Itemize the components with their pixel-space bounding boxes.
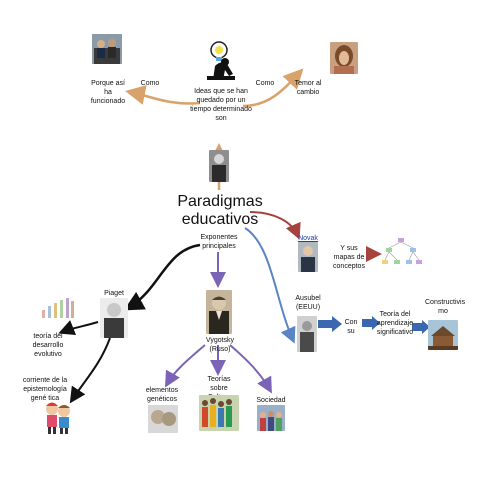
constructivismo-label: Constructivis mo	[425, 299, 466, 315]
arrow-vygotsky-to-sociedad	[229, 344, 272, 394]
society-photo	[257, 405, 285, 431]
block-arrow-con-su	[362, 316, 380, 330]
temor-label: Temor al cambio	[294, 80, 322, 96]
arrow-center-to-ausubel	[244, 227, 296, 344]
como-left-label: Como	[140, 80, 160, 87]
arrow-piaget-to-corriente	[69, 337, 111, 404]
novak-link[interactable]: Novak	[298, 235, 318, 242]
ausubel-portrait	[297, 316, 317, 352]
como-right-label: Como	[255, 80, 275, 87]
ideas-label: Ideas que se han quedado por un tiempo d…	[190, 88, 252, 122]
kids-cartoon-icon	[44, 400, 72, 434]
mapas-label: Y sus mapas de conceptos	[333, 245, 365, 270]
arrow-center-to-novak	[249, 211, 301, 240]
elementos-label: elementos genéticos	[145, 387, 179, 403]
block-arrow-teoria	[412, 320, 430, 334]
central-title-line2: educativos	[181, 211, 259, 228]
corriente-label: corriente de la epistemología gené tica	[22, 377, 68, 402]
lightbulb-thinker-icon	[205, 40, 237, 82]
ausubel-label: Ausubel (EEUU)	[295, 295, 321, 311]
vygotsky-portrait	[206, 290, 232, 334]
arrow-ideas-to-porque	[125, 85, 201, 105]
central-title: Paradigmas educativos	[170, 193, 270, 229]
office-photo	[92, 34, 122, 64]
central-title-line1: Paradigmas	[177, 193, 263, 210]
porque-label: Porque así ha funcionado	[90, 80, 126, 105]
construction-photo	[428, 320, 458, 350]
genetics-photo	[148, 405, 178, 433]
piaget-portrait	[100, 298, 128, 338]
fear-photo	[330, 42, 358, 74]
arrow-ideas-to-temor	[242, 68, 304, 108]
exponentes-label: Exponentes principales	[200, 234, 238, 250]
arrow-piaget-to-teoria	[58, 320, 99, 335]
vygotsky-label: Vygotsky (Ruso)	[205, 337, 235, 353]
culture-photo	[199, 395, 239, 431]
teoria-aprendizaje-label: Teoría del aprendizaje significativo	[376, 311, 414, 336]
portrait-top	[209, 150, 229, 182]
teoria-desarrollo-label: teoría del desarrollo evolutivo	[32, 333, 64, 358]
arrow-exponentes-to-piaget	[123, 243, 201, 311]
block-arrow-ausubel	[318, 316, 342, 332]
novak-portrait	[298, 242, 318, 272]
con-su-label: Con su	[344, 319, 358, 335]
sociedad-label: Sociedad	[256, 397, 286, 404]
concept-map-icon	[380, 236, 424, 272]
people-row-icon	[40, 296, 76, 318]
arrow-vygotsky-to-elementos	[165, 344, 206, 388]
